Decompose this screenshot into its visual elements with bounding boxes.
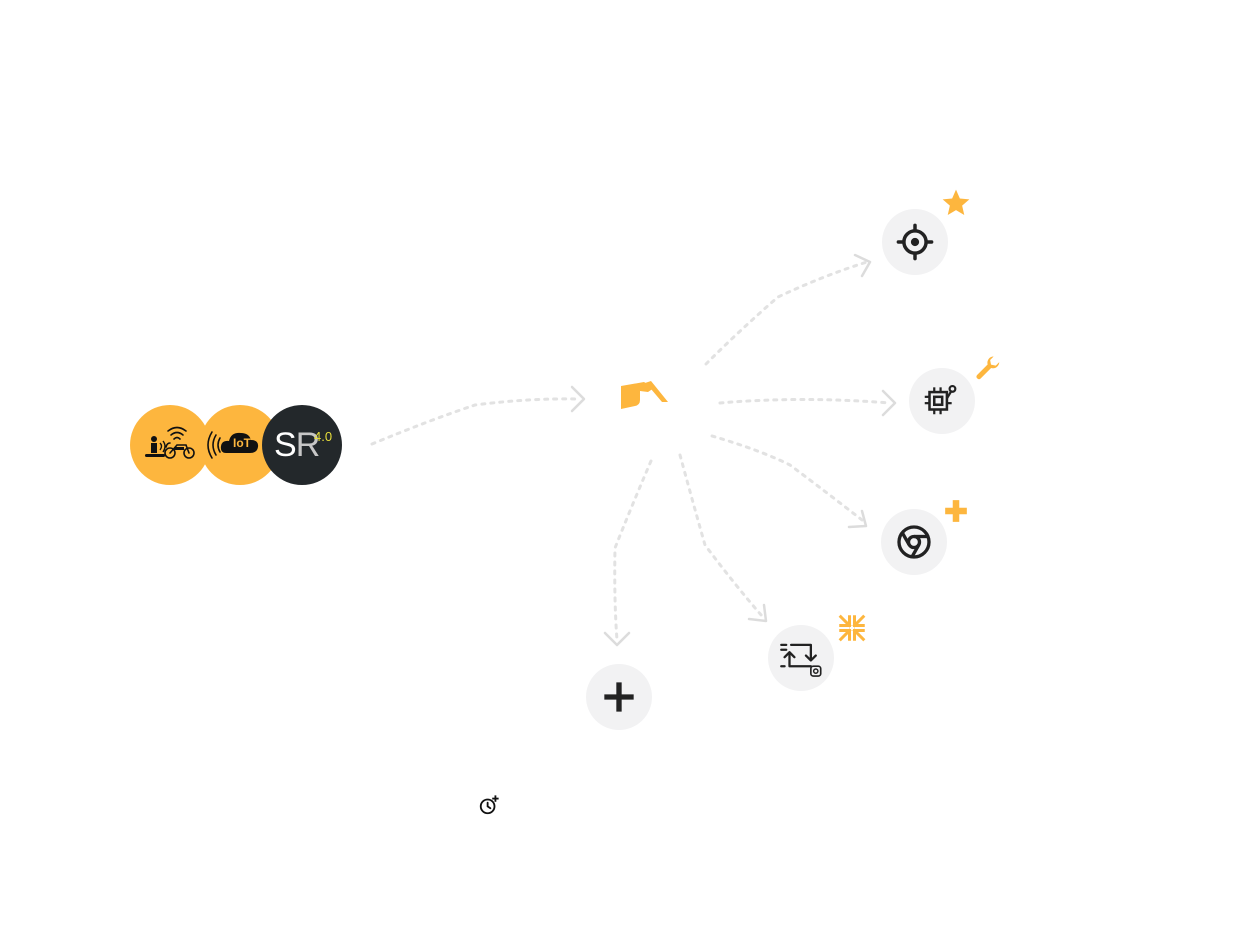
arrowhead-hub-to-target <box>853 253 872 278</box>
add-node[interactable] <box>586 664 652 730</box>
arrowhead-logos-to-hub <box>570 385 586 413</box>
sr-version: 4.0 <box>314 429 333 444</box>
connector-hub-to-add <box>613 459 653 642</box>
connector-hub-to-transfer <box>678 453 764 618</box>
star-icon <box>942 189 970 215</box>
chrome-icon <box>897 525 931 559</box>
sr-letter-r: R <box>295 426 321 464</box>
iot-cloud-icon <box>207 431 259 459</box>
rider-motorcycle-icon <box>145 426 195 459</box>
plus-badge <box>942 497 970 525</box>
connector-hub-to-chrome <box>710 434 864 522</box>
add-alarm-icon <box>479 795 499 815</box>
browser-node[interactable] <box>881 509 947 575</box>
crosshair-icon <box>896 223 934 261</box>
target-node[interactable] <box>882 209 948 275</box>
arrowhead-hub-to-chip <box>881 389 897 417</box>
processor-chip-icon <box>924 384 957 415</box>
connector-logos-to-hub <box>370 397 580 446</box>
wrench-badge <box>972 353 1004 385</box>
processor-node[interactable] <box>909 368 975 434</box>
transfer-node[interactable] <box>768 625 834 691</box>
arrowhead-hub-to-chrome <box>847 509 868 529</box>
swap-transfer-icon <box>780 643 822 677</box>
collapse-arrows-icon <box>838 614 866 642</box>
sr40-logo: SR 4.0 <box>262 405 342 485</box>
add-alarm-button[interactable] <box>478 794 500 816</box>
star-badge <box>940 187 972 219</box>
collapse-badge <box>836 612 868 644</box>
sr-letter-s: S <box>274 426 297 464</box>
connector-hub-to-target <box>704 260 869 366</box>
motorcycle-wifi-logo <box>130 405 210 485</box>
arrowhead-hub-to-add <box>603 631 631 647</box>
plus-icon <box>604 682 634 712</box>
hand-pointer-icon <box>621 381 668 409</box>
sr-wordmark: SR <box>274 425 321 465</box>
arrowhead-hub-to-transfer <box>747 603 768 623</box>
connector-hub-to-chip <box>718 398 892 405</box>
iot-label: IoT <box>233 436 251 450</box>
hub-node[interactable] <box>618 378 670 414</box>
plus-icon <box>945 500 967 522</box>
wrench-icon <box>976 356 1000 380</box>
